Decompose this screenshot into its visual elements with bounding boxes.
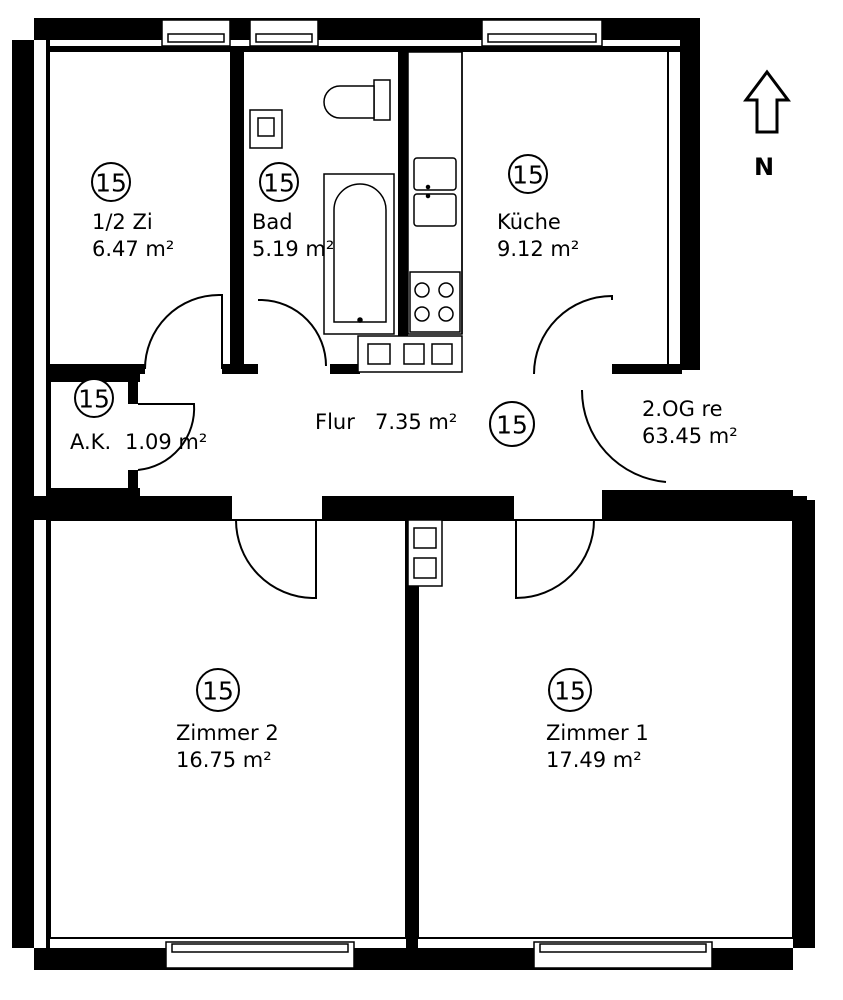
wall-zi-bad [230, 52, 244, 374]
top-wall-inner [50, 46, 680, 52]
walls [12, 18, 815, 970]
room-area: 5.19 m² [252, 237, 334, 261]
room-number: 15 [512, 161, 544, 190]
room-area: 9.12 m² [497, 237, 579, 261]
outline-zimmer-2 [49, 519, 407, 939]
sink-icon [249, 109, 283, 149]
room-name: Bad [252, 210, 293, 234]
wall-kueche-bottom-right [612, 364, 682, 374]
window-kueche [481, 19, 603, 47]
apartment-area: 63.45 m² [642, 424, 738, 448]
room-name: Zimmer 2 [176, 721, 279, 745]
room-number-badge [489, 401, 535, 447]
room-number: 15 [263, 169, 295, 198]
window-zimmer-1 [533, 941, 713, 969]
wall-zi-bottom [50, 364, 145, 374]
wall-south-right [602, 496, 807, 520]
wall-bad-bottom [244, 364, 258, 374]
window-zimmer-2 [165, 941, 355, 969]
room-number: 15 [95, 169, 127, 198]
room-flur: Flur 7.35 m² 15 [315, 401, 535, 447]
room-number-badge [259, 162, 299, 202]
room-number-badge [548, 668, 592, 712]
wall-south-left [34, 496, 232, 520]
room-zi: 15 1/2 Zi 6.47 m² [91, 162, 174, 261]
room-number-badge [196, 668, 240, 712]
door-bad [258, 299, 327, 367]
windows [161, 19, 713, 969]
room-area: 16.75 m² [176, 748, 272, 772]
room-bad: 15 Bad 5.19 m² [252, 162, 334, 261]
wall-ak-right-bottom [128, 470, 138, 496]
doors [137, 294, 667, 600]
outer-wall [12, 18, 815, 970]
fixtures [249, 51, 463, 587]
room-number: 15 [496, 411, 528, 440]
door-zimmer-2 [235, 519, 317, 599]
door-entry [580, 389, 667, 483]
room-name: 1/2 Zi [92, 210, 153, 234]
room-number-badge [91, 162, 131, 202]
room-area: 1.09 m² [125, 430, 207, 454]
wall-south-mid [322, 496, 514, 520]
wall-ak-bottom [50, 488, 140, 496]
door-kueche [533, 294, 613, 375]
apartment-total: 2.OG re 63.45 m² [642, 397, 738, 448]
room-zimmer-2: 15 Zimmer 2 16.75 m² [176, 668, 279, 772]
wall-zimmer [406, 520, 418, 948]
room-area: 6.47 m² [92, 237, 174, 261]
room-name: Flur [315, 410, 355, 434]
room-number-badge [508, 154, 548, 194]
wall-ak-right-top [128, 374, 138, 404]
north-arrow: N [743, 69, 791, 181]
room-name: Küche [497, 210, 561, 234]
chimney-top [357, 335, 463, 373]
room-number-badge [74, 378, 114, 418]
room-area: 7.35 m² [375, 410, 457, 434]
chimney-bottom [407, 519, 443, 587]
room-name: A.K. [70, 430, 111, 454]
room-number: 15 [78, 385, 110, 414]
door-zimmer-1 [515, 519, 595, 600]
apartment-name: 2.OG re [642, 397, 723, 421]
room-area: 17.49 m² [546, 748, 642, 772]
outer-wall-inner [46, 40, 50, 948]
room-outlines [49, 52, 794, 939]
room-zimmer-1: 15 Zimmer 1 17.49 m² [546, 668, 649, 772]
toilet-icon [323, 79, 391, 121]
room-number: 15 [554, 677, 586, 706]
room-name: Zimmer 1 [546, 721, 649, 745]
room-ak: 15 A.K. 1.09 m² [70, 378, 207, 454]
north-arrow-icon [743, 69, 791, 134]
wall-bad-kueche [398, 52, 408, 342]
bathtub-icon [323, 173, 395, 335]
wall-zi-bottom-right [222, 364, 246, 374]
room-number: 15 [202, 677, 234, 706]
outline-zimmer-1 [417, 519, 794, 939]
door-zi [144, 294, 223, 370]
window-zi [161, 19, 231, 47]
north-label: N [754, 153, 774, 181]
wall-ak-top [50, 374, 140, 382]
room-kueche: 15 Küche 9.12 m² [497, 154, 579, 261]
door-ak [137, 403, 196, 471]
wall-kueche-bottom-left [330, 364, 360, 374]
stove-icon [409, 271, 461, 333]
kitchen-sink-icon [413, 157, 457, 227]
window-bad [249, 19, 319, 47]
